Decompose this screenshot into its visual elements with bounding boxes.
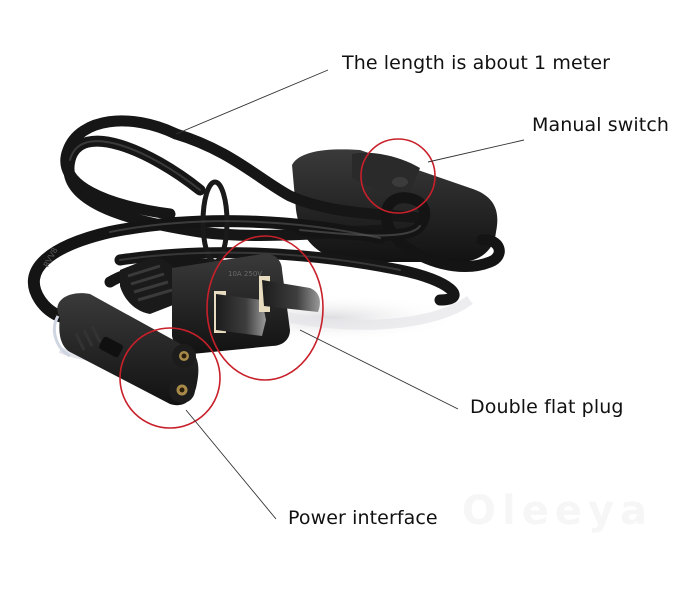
label-power-interface: Power interface	[288, 507, 438, 529]
plug-callout-circle	[206, 235, 324, 381]
interface-leader-line	[185, 409, 277, 520]
double-flat-plug: 10A 250V	[120, 253, 320, 354]
cable-loops	[28, 115, 505, 328]
power-interface-connector	[53, 293, 199, 406]
watermark: Oleeya	[462, 488, 654, 534]
annotation-circles	[119, 138, 436, 429]
label-double-flat-plug: Double flat plug	[470, 396, 624, 418]
leader-lines	[175, 69, 525, 520]
svg-text:10A 250V: 10A 250V	[228, 270, 262, 278]
plug-leader-line	[299, 329, 459, 410]
interface-callout-circle	[119, 327, 221, 429]
label-manual-switch: Manual switch	[532, 114, 670, 136]
label-length: The length is about 1 meter	[342, 52, 611, 74]
length-leader-line	[175, 69, 329, 135]
switch-callout-circle	[360, 138, 436, 214]
switch-leader-line	[427, 139, 525, 163]
